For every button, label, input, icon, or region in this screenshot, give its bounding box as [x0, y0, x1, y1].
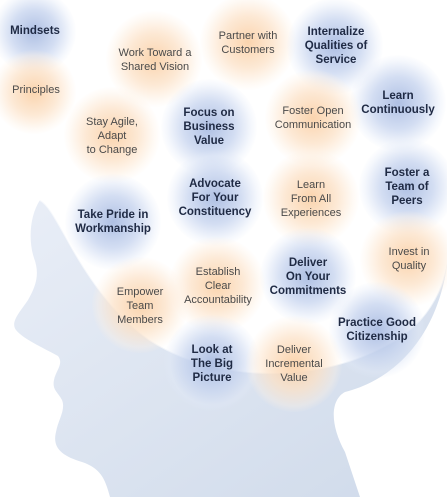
- label-line: Business: [183, 121, 235, 133]
- label-line: Value: [193, 135, 225, 147]
- bubble-look-at-big-picture: [164, 315, 260, 411]
- label-line: Constituency: [178, 206, 252, 218]
- label-line: Quality: [391, 260, 427, 272]
- head-shape: [14, 200, 447, 497]
- label-foster-open-communication: Foster Open Communication: [275, 104, 351, 132]
- label-internalize-qualities-of-service: Internalize Qualities of Service: [305, 25, 368, 67]
- label-line: Stay Agile,: [86, 116, 138, 128]
- label-line: Workmanship: [75, 223, 151, 235]
- label-line: Continuously: [361, 104, 435, 116]
- label-line: The Big: [190, 358, 234, 370]
- label-learn-from-all-experiences: Learn From All Experiences: [281, 178, 342, 220]
- label-line: Adapt: [97, 130, 127, 142]
- label-line: Internalize: [307, 26, 365, 38]
- label-line: Picture: [192, 372, 232, 384]
- label-line: Citizenship: [346, 331, 408, 343]
- label-invest-in-quality: Invest in Quality: [389, 245, 430, 273]
- label-line: Work Toward a: [118, 47, 192, 59]
- label-look-at-big-picture: Look at The Big Picture: [191, 343, 233, 385]
- label-line: Foster Open: [282, 105, 344, 117]
- label-line: Experiences: [280, 207, 342, 219]
- label-line: Incremental: [265, 358, 323, 370]
- label-establish-clear-accountability: Establish Clear Accountability: [184, 265, 252, 307]
- label-line: Deliver: [276, 344, 312, 356]
- bubble-stay-agile: [64, 87, 160, 183]
- label-line: Value: [280, 372, 308, 384]
- label-practice-good-citizenship: Practice Good Citizenship: [338, 316, 416, 344]
- label-partner-with-customers: Partner with Customers: [219, 29, 278, 57]
- label-line: Team of: [385, 181, 429, 193]
- label-line: Shared Vision: [120, 61, 190, 73]
- label-line: Communication: [274, 119, 352, 131]
- label-line: On Your: [285, 271, 331, 283]
- label-line: Advocate: [189, 178, 241, 190]
- label-line: Take Pride in: [77, 209, 149, 221]
- label-line: Accountability: [184, 294, 252, 306]
- label-line: Look at: [191, 344, 233, 356]
- bubble-practice-good-citizenship: [329, 282, 425, 378]
- label-line: From All: [290, 193, 332, 205]
- label-line: Partner with: [218, 30, 278, 42]
- legend-principles-bubble: [0, 50, 76, 134]
- label-empower-team-members: Empower Team Members: [117, 285, 163, 327]
- bubble-deliver-incremental-value: [246, 316, 342, 412]
- bubble-advocate-for-constituency: [167, 150, 263, 246]
- label-line: Learn: [382, 90, 414, 102]
- label-line: Commitments: [269, 285, 347, 297]
- label-line: to Change: [86, 144, 138, 156]
- label-line: Learn: [296, 179, 326, 191]
- label-advocate-for-constituency: Advocate For Your Constituency: [179, 177, 252, 219]
- label-focus-on-business-value: Focus on Business Value: [183, 106, 234, 148]
- label-line: Peers: [391, 195, 423, 207]
- label-work-toward-shared-vision: Work Toward a Shared Vision: [119, 46, 192, 74]
- label-line: Foster a: [384, 167, 430, 179]
- bubble-partner-with-customers: [200, 0, 296, 90]
- label-line: Members: [117, 314, 163, 326]
- label-line: Invest in: [388, 246, 430, 258]
- bubble-take-pride-in-workmanship: [65, 174, 161, 270]
- label-line: Service: [315, 54, 357, 66]
- label-learn-continuously: Learn Continuously: [361, 89, 434, 117]
- label-deliver-incremental-value: Deliver Incremental Value: [265, 343, 322, 385]
- label-line: Customers: [221, 44, 275, 56]
- label-line: Focus on: [183, 107, 235, 119]
- legend-principles-label: Principles: [12, 84, 60, 96]
- label-line: For Your: [191, 192, 239, 204]
- label-line: Qualities of: [304, 40, 368, 52]
- label-deliver-on-commitments: Deliver On Your Commitments: [270, 256, 347, 298]
- bubble-learn-continuously: [350, 55, 446, 151]
- label-foster-team-of-peers: Foster a Team of Peers: [385, 166, 430, 208]
- label-line: Deliver: [288, 257, 328, 269]
- label-line: Team: [126, 300, 154, 312]
- label-line: Empower: [116, 286, 164, 298]
- label-take-pride-in-workmanship: Take Pride in Workmanship: [75, 208, 151, 236]
- label-line: Clear: [204, 280, 232, 292]
- legend-mindsets-label: Mindsets: [10, 25, 60, 37]
- label-line: Practice Good: [338, 317, 416, 329]
- label-stay-agile: Stay Agile, Adapt to Change: [86, 115, 138, 157]
- label-line: Establish: [195, 266, 241, 278]
